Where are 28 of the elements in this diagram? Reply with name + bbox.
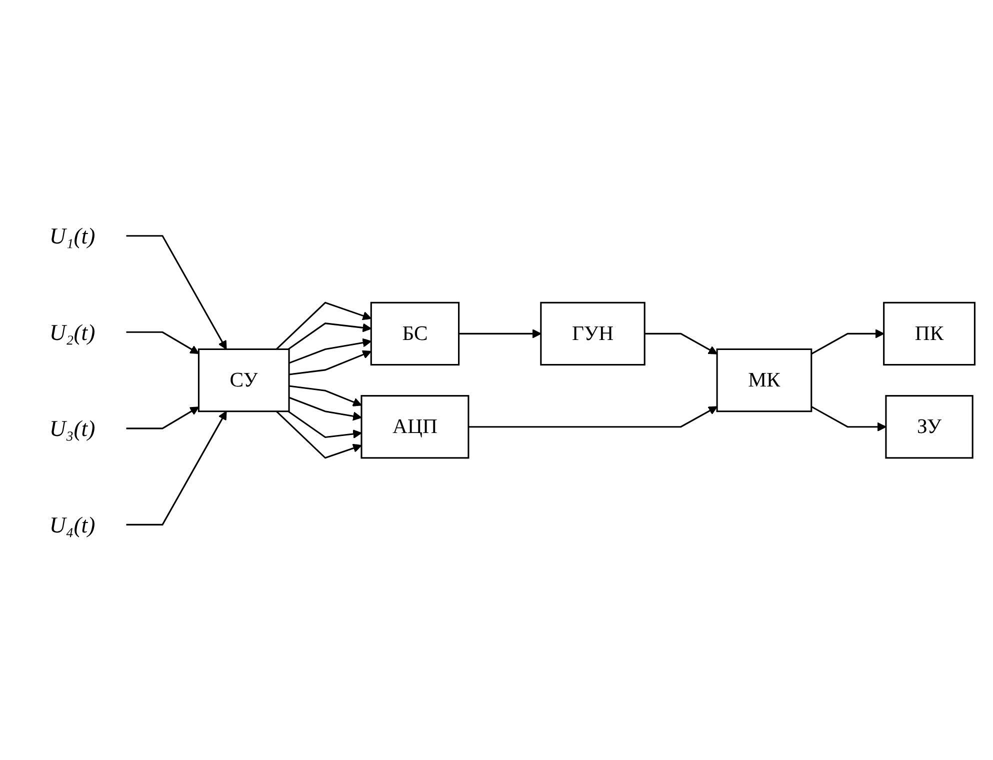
arrow bbox=[126, 331, 200, 354]
arrow bbox=[126, 410, 227, 526]
node-box: МК bbox=[716, 348, 812, 412]
node-box: АЦП bbox=[360, 394, 470, 458]
arrow bbox=[288, 384, 362, 406]
node-box: ГУН bbox=[540, 302, 646, 366]
arrow bbox=[276, 410, 362, 459]
arrow bbox=[126, 234, 227, 350]
arrow bbox=[468, 406, 718, 428]
node-box: СУ bbox=[198, 348, 290, 412]
arrow bbox=[644, 332, 718, 354]
arrow bbox=[811, 406, 886, 432]
node-text: U₂(t) bbox=[49, 318, 96, 345]
arrow bbox=[288, 338, 372, 364]
arrow bbox=[288, 322, 372, 350]
arrow bbox=[276, 301, 372, 350]
node-text: U₄(t) bbox=[49, 511, 96, 538]
arrow bbox=[288, 396, 362, 420]
node-text: U₃(t) bbox=[49, 415, 96, 442]
node-box: БС bbox=[370, 302, 460, 366]
arrow bbox=[288, 350, 372, 376]
arrow bbox=[458, 328, 542, 338]
node-box: ПК bbox=[883, 302, 976, 366]
node-box: ЗУ bbox=[885, 394, 974, 458]
arrow bbox=[288, 410, 362, 438]
arrow bbox=[811, 328, 884, 354]
arrow bbox=[126, 406, 200, 429]
node-text: U₁(t) bbox=[49, 222, 96, 249]
